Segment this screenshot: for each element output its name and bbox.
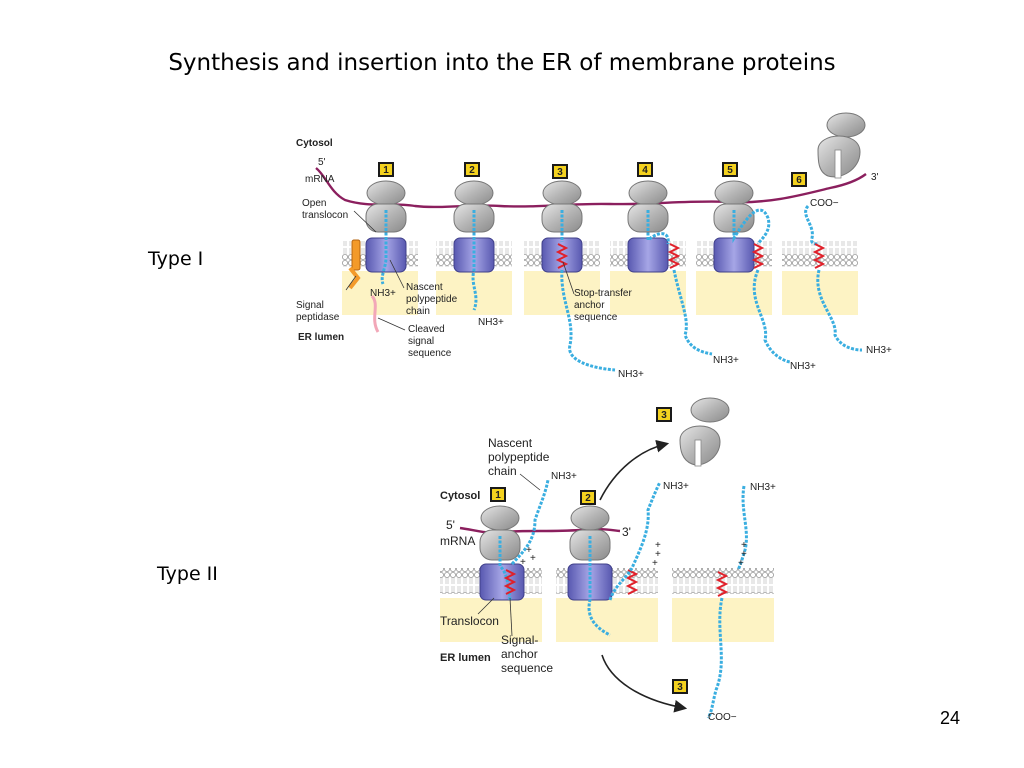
type-ii-arrows — [599, 439, 688, 713]
nh3-label-4: NH3+ — [713, 355, 739, 366]
type-i-step-badges: 1 2 3 4 5 6 — [378, 162, 807, 187]
slide-title: Synthesis and insertion into the ER of m… — [168, 50, 836, 76]
nh3-ii-label-1: NH3+ — [551, 471, 577, 482]
type-ii-mrna-strand — [459, 526, 621, 534]
stop-transfer-label-2: anchor — [574, 300, 605, 311]
nascent-label-3: chain — [406, 306, 430, 317]
mrna-label: mRNA — [305, 174, 335, 185]
nh3-label-1: NH3+ — [370, 288, 396, 299]
nascent-ii-label-3: chain — [488, 464, 517, 478]
nascent-ii-label-2: polypeptide — [488, 450, 550, 464]
stop-transfer-label-1: Stop-transfer — [574, 288, 632, 299]
nh3-label-5: NH3+ — [790, 361, 816, 372]
type-i-step-4 — [627, 180, 713, 356]
cleaved-label-2: signal — [408, 336, 434, 347]
cleaved-label-1: Cleaved — [408, 324, 445, 335]
er-lumen-ii-label: ER lumen — [440, 652, 491, 664]
signal-anchor-label-1: Signal- — [501, 633, 538, 647]
signal-peptidase-label-1: Signal — [296, 300, 324, 311]
badge-4: 4 — [642, 165, 648, 176]
type-ii-step-2 — [567, 481, 662, 637]
type-ii-er-lumen — [440, 598, 774, 642]
type-ii-labels: Nascent polypeptide chain NH3+ NH3+ NH3+… — [440, 436, 776, 723]
type-i-step-6 — [804, 112, 866, 352]
released-ribosome — [679, 397, 730, 467]
nascent-ii-label-1: Nascent — [488, 436, 533, 450]
cytosol-label: Cytosol — [296, 138, 333, 149]
badge-2: 2 — [469, 165, 475, 176]
badge-ii-2: 2 — [585, 493, 591, 504]
coo-label: COO− — [810, 198, 839, 209]
open-translocon-label-1: Open — [302, 198, 326, 209]
type-i-step-1 — [348, 180, 407, 333]
plus-4: + — [655, 540, 661, 551]
plus-5: + — [655, 549, 661, 560]
plus-2: + — [530, 553, 536, 564]
er-membranes — [342, 241, 858, 267]
page-number: 24 — [939, 708, 960, 728]
badge-ii-3-top: 3 — [661, 410, 667, 421]
type-i-labels: Cytosol 5' 3' mRNA Open translocon Signa… — [296, 138, 892, 380]
nh3-label-6: NH3+ — [866, 345, 892, 356]
type-i-step-3 — [541, 180, 616, 372]
type-ii-step-3-final — [706, 485, 748, 719]
badge-ii-1: 1 — [495, 490, 501, 501]
three-prime-ii-label: 3' — [622, 525, 631, 539]
signal-anchor-label-2: anchor — [501, 647, 538, 661]
type-ii-diagram: 1 2 3 3 Nascent polypeptide chain NH3+ N… — [440, 397, 776, 723]
nascent-label-2: polypeptide — [406, 294, 458, 305]
type-ii-step-badges: 1 2 3 3 — [490, 407, 688, 694]
er-lumen-label: ER lumen — [298, 332, 344, 343]
nascent-label-1: Nascent — [406, 282, 443, 293]
plus-9: + — [738, 558, 744, 569]
cleaved-label-3: sequence — [408, 348, 452, 359]
five-prime-ii-label: 5' — [446, 518, 455, 532]
nh3-ii-label-3: NH3+ — [750, 482, 776, 493]
type-i-step-5 — [713, 180, 791, 364]
badge-ii-3-bottom: 3 — [677, 682, 683, 693]
plus-6: + — [652, 558, 658, 569]
plus-1: + — [526, 545, 532, 556]
type-ii-label: Type II — [157, 563, 218, 585]
three-prime-label: 3' — [871, 172, 879, 183]
type-i-label: Type I — [148, 248, 204, 270]
type-ii-step-1 — [479, 479, 550, 601]
five-prime-label: 5' — [318, 157, 326, 168]
open-translocon-label-2: translocon — [302, 210, 348, 221]
cytosol-ii-label: Cytosol — [440, 490, 480, 502]
badge-6: 6 — [796, 175, 802, 186]
translocon-label: Translocon — [440, 614, 499, 628]
type-i-diagram: 1 2 3 4 5 6 Cytosol 5' 3' mRNA Open tran… — [296, 112, 892, 380]
badge-3: 3 — [557, 167, 563, 178]
stop-transfer-label-3: sequence — [574, 312, 618, 323]
type-i-step-2 — [453, 180, 495, 311]
badge-1: 1 — [383, 165, 389, 176]
plus-8: + — [741, 549, 747, 560]
mrna-ii-label: mRNA — [440, 534, 475, 548]
signal-anchor-label-3: sequence — [501, 661, 553, 675]
plus-3: + — [520, 557, 526, 568]
nh3-ii-label-2: NH3+ — [663, 481, 689, 492]
type-i-leader-lines — [345, 210, 575, 331]
badge-5: 5 — [727, 165, 733, 176]
nh3-label-3: NH3+ — [618, 369, 644, 380]
coo-ii-label: COO− — [708, 712, 737, 723]
nh3-label-2: NH3+ — [478, 317, 504, 328]
plus-7: + — [741, 540, 747, 551]
type-ii-leader-lines — [477, 473, 541, 637]
signal-peptidase-label-2: peptidase — [296, 312, 340, 323]
